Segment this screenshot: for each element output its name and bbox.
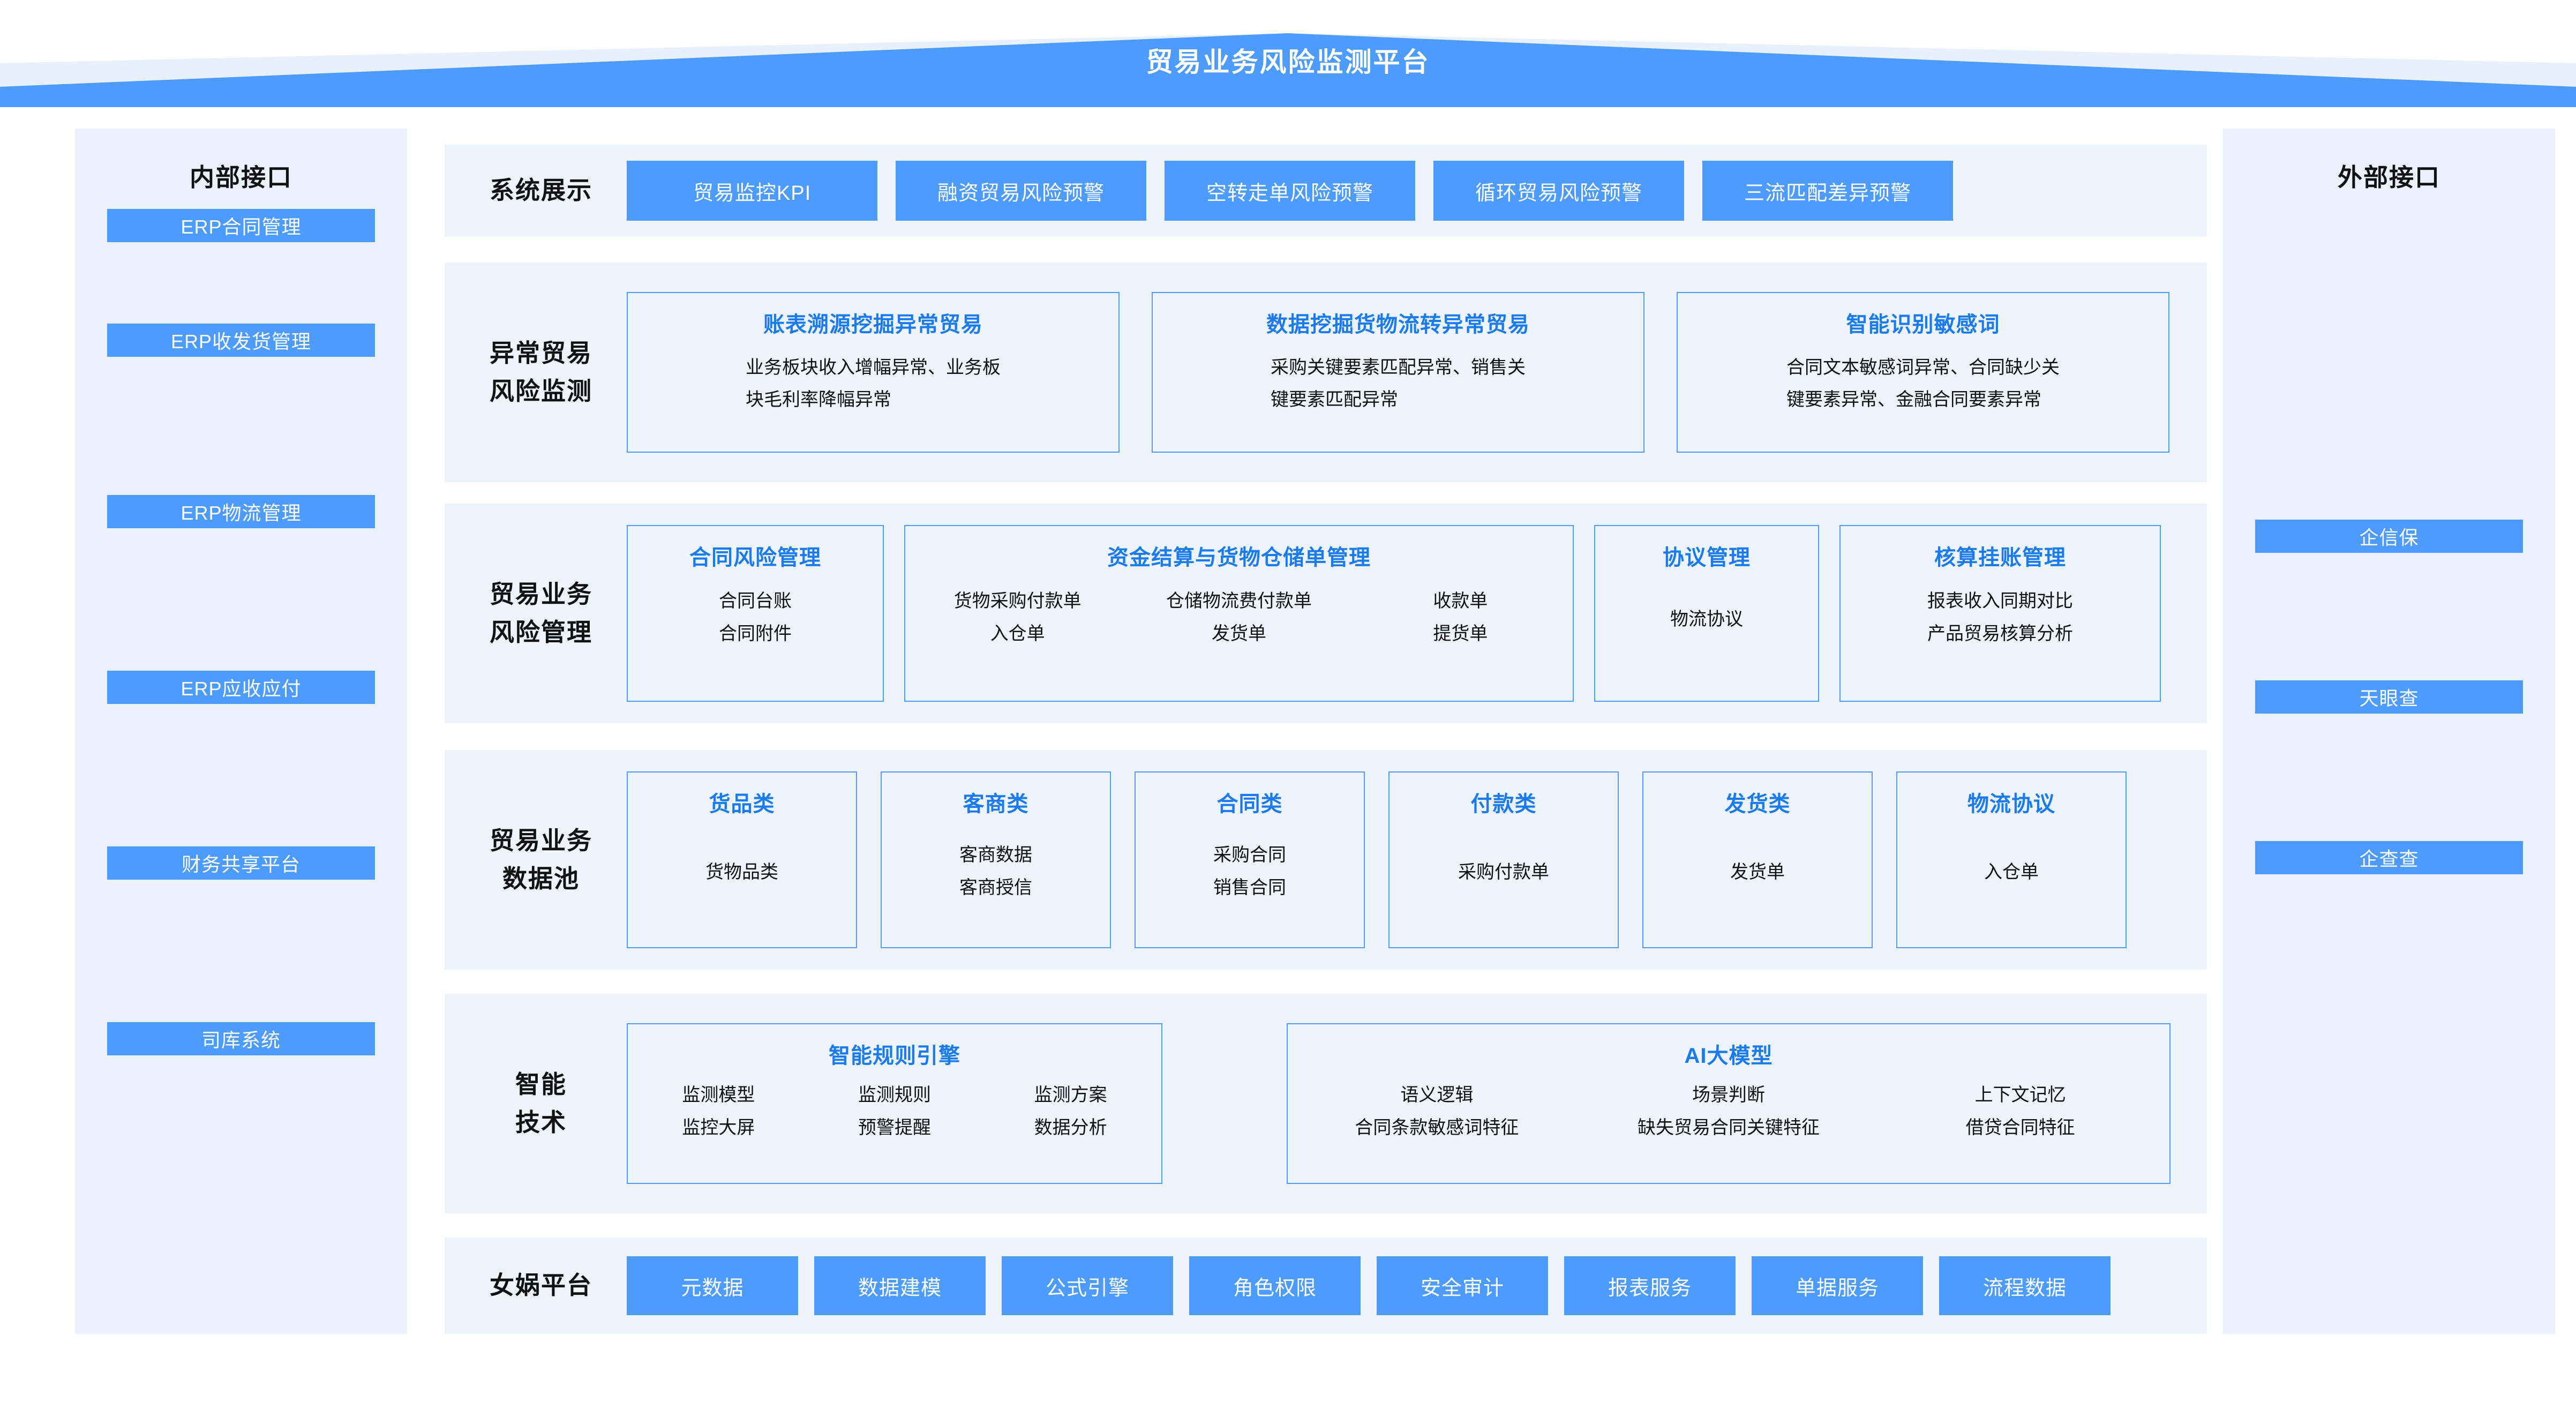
card-goods-category[interactable]: 货品类 货物品类: [627, 771, 857, 948]
sidebar-item-erp-shipping[interactable]: ERP收发货管理: [107, 324, 375, 357]
card-smart-rule-engine[interactable]: 智能规则引擎 监测模型 监控大屏 监测规则 预警提醒 监测方案 数据分析: [627, 1023, 1162, 1184]
grid-col: 客商数据 客商授信: [959, 845, 1032, 898]
button-role-permission[interactable]: 角色权限: [1189, 1256, 1361, 1315]
row-label-system-display: 系统展示: [490, 176, 592, 205]
card-shipment-category[interactable]: 发货类 发货单: [1642, 771, 1873, 948]
card-goods-flow-mining-lines: 采购关键要素匹配异常、销售关 键要素匹配异常: [1271, 357, 1526, 410]
row-nuwa-platform: 女娲平台 元数据 数据建模 公式引擎 角色权限 安全审计 报表服务 单据服务 流…: [445, 1238, 2207, 1334]
card-customer-category[interactable]: 客商类 客商数据 客商授信: [881, 771, 1111, 948]
card-contract-risk-grid: 合同台账 合同附件: [719, 585, 792, 650]
grid-col: 收款单 提货单: [1433, 591, 1488, 644]
grid-col: 监测方案 数据分析: [1034, 1085, 1107, 1138]
card-ledger-tracing-lines: 业务板块收入增幅异常、业务板 块毛利率降幅异常: [746, 357, 1001, 410]
card-accounting-grid: 报表收入同期对比 产品贸易核算分析: [1927, 585, 2073, 650]
card-agreement-management[interactable]: 协议管理 物流协议: [1594, 525, 1819, 702]
grid: 货物品类: [705, 856, 778, 889]
card-settlement-grid: 货物采购付款单 入仓单 仓储物流费付款单 发货单 收款单 提货单: [915, 585, 1563, 650]
grid-col: 货物采购付款单 入仓单: [953, 591, 1082, 644]
external-interface-title: 外部接口: [2338, 163, 2440, 191]
card-ledger-tracing[interactable]: 账表溯源挖掘异常贸易 业务板块收入增幅异常、业务板 块毛利率降幅异常: [627, 292, 1120, 453]
sidebar-item-qixinbao[interactable]: 企信保: [2255, 520, 2523, 553]
grid: 采购合同 销售合同: [1213, 839, 1286, 904]
row-body-trade-data-pool: 货品类 货物品类 客商类 客商数据 客商授信 合同类 采购合同 销售合同: [627, 750, 2197, 970]
row-body-system-display: 贸易监控KPI 融资贸易风险预警 空转走单风险预警 循环贸易风险预警 三流匹配差…: [627, 145, 2197, 237]
grid-col: 物流协议: [1670, 609, 1743, 629]
card-sensitive-word-detection[interactable]: 智能识别敏感词 合同文本敏感词异常、合同缺少关 键要素异常、金融合同要素异常: [1677, 292, 2169, 453]
sidebar-item-finance-shared[interactable]: 财务共享平台: [107, 846, 375, 880]
grid-col: 入仓单: [1984, 862, 2039, 882]
page-title: 贸易业务风险监测平台: [1146, 47, 1430, 77]
grid: 入仓单: [1984, 856, 2039, 889]
sidebar-item-erp-contract[interactable]: ERP合同管理: [107, 209, 375, 242]
internal-interface-title: 内部接口: [190, 163, 292, 191]
button-empty-transfer-alert[interactable]: 空转走单风险预警: [1165, 161, 1415, 221]
row-label-smart-tech: 智能 技术: [515, 1070, 567, 1136]
row-body-trade-risk-mgmt: 合同风险管理 合同台账 合同附件 资金结算与货物仓储单管理 货物采购付款单 入仓…: [627, 504, 2197, 723]
grid-col: 监测规则 预警提醒: [858, 1085, 931, 1138]
banner-blue-layer: [0, 33, 2576, 107]
grid-col: 报表收入同期对比 产品贸易核算分析: [1927, 591, 2073, 644]
grid-col: 场景判断 缺失贸易合同关键特征: [1637, 1085, 1820, 1138]
sidebar-item-tianyancha[interactable]: 天眼查: [2255, 680, 2523, 714]
grid: 采购付款单: [1458, 856, 1549, 889]
grid: 发货单: [1730, 856, 1785, 889]
card-ai-model-grid: 语义逻辑 合同条款敏感词特征 场景判断 缺失贸易合同关键特征 上下文记忆 借贷合…: [1297, 1079, 2160, 1144]
grid-col: 发货单: [1730, 862, 1785, 882]
page-header: 贸易业务风险监测平台: [0, 0, 2576, 107]
grid-col: 采购付款单: [1458, 862, 1549, 882]
row-body-smart-tech: 智能规则引擎 监测模型 监控大屏 监测规则 预警提醒 监测方案 数据分析 AI大…: [627, 994, 2197, 1213]
button-circular-trade-alert[interactable]: 循环贸易风险预警: [1433, 161, 1684, 221]
row-body-abnormal-trade: 账表溯源挖掘异常贸易 业务板块收入增幅异常、业务板 块毛利率降幅异常 数据挖掘货…: [627, 262, 2197, 482]
card-settlement-warehouse-management[interactable]: 资金结算与货物仓储单管理 货物采购付款单 入仓单 仓储物流费付款单 发货单 收款…: [904, 525, 1574, 702]
row-abnormal-trade-monitoring: 异常贸易 风险监测 账表溯源挖掘异常贸易 业务板块收入增幅异常、业务板 块毛利率…: [445, 262, 2207, 482]
button-security-audit[interactable]: 安全审计: [1377, 1256, 1548, 1315]
sidebar-item-treasury[interactable]: 司库系统: [107, 1022, 375, 1055]
card-agreement-grid: 物流协议: [1670, 603, 1743, 636]
button-formula-engine[interactable]: 公式引擎: [1002, 1256, 1173, 1315]
card-contract-risk-management[interactable]: 合同风险管理 合同台账 合同附件: [627, 525, 884, 702]
grid-col: 监测模型 监控大屏: [682, 1085, 755, 1138]
button-three-flow-match-alert[interactable]: 三流匹配差异预警: [1702, 161, 1953, 221]
card-ai-large-model[interactable]: AI大模型 语义逻辑 合同条款敏感词特征 场景判断 缺失贸易合同关键特征 上下文…: [1287, 1023, 2171, 1184]
header-banner-shape: [0, 33, 2576, 107]
row-trade-data-pool: 贸易业务 数据池 货品类 货物品类 客商类 客商数据 客商授信 合同类: [445, 750, 2207, 970]
card-contract-category[interactable]: 合同类 采购合同 销售合同: [1135, 771, 1365, 948]
row-label-trade-data-pool: 贸易业务 数据池: [490, 826, 592, 892]
row-label-nuwa-platform: 女娲平台: [490, 1271, 592, 1300]
grid-col: 货物品类: [705, 862, 778, 882]
grid-col: 上下文记忆 借贷合同特征: [1965, 1085, 2075, 1138]
sidebar-item-erp-logistics[interactable]: ERP物流管理: [107, 495, 375, 528]
card-logistics-agreement[interactable]: 物流协议 入仓单: [1896, 771, 2127, 948]
button-process-data[interactable]: 流程数据: [1939, 1256, 2111, 1315]
card-rule-engine-grid: 监测模型 监控大屏 监测规则 预警提醒 监测方案 数据分析: [637, 1079, 1152, 1144]
button-data-modeling[interactable]: 数据建模: [814, 1256, 986, 1315]
row-label-abnormal-trade: 异常贸易 风险监测: [490, 339, 592, 405]
button-document-service[interactable]: 单据服务: [1752, 1256, 1923, 1315]
grid-col: 仓储物流费付款单 发货单: [1166, 591, 1312, 644]
row-body-nuwa-platform: 元数据 数据建模 公式引擎 角色权限 安全审计 报表服务 单据服务 流程数据: [627, 1238, 2197, 1334]
button-report-service[interactable]: 报表服务: [1564, 1256, 1736, 1315]
internal-interface-panel: 内部接口 ERP合同管理 ERP收发货管理 ERP物流管理 ERP应收应付 财务…: [75, 129, 407, 1334]
button-trade-monitor-kpi[interactable]: 贸易监控KPI: [627, 161, 877, 221]
sidebar-item-erp-ar-ap[interactable]: ERP应收应付: [107, 671, 375, 704]
button-financing-trade-alert[interactable]: 融资贸易风险预警: [896, 161, 1146, 221]
grid-col: 合同台账 合同附件: [719, 591, 792, 644]
grid: 客商数据 客商授信: [959, 839, 1032, 904]
row-trade-risk-management: 贸易业务 风险管理 合同风险管理 合同台账 合同附件 资金结算与货物仓储单管理 …: [445, 504, 2207, 723]
button-metadata[interactable]: 元数据: [627, 1256, 798, 1315]
row-label-trade-risk-mgmt: 贸易业务 风险管理: [490, 580, 592, 646]
grid-col: 语义逻辑 合同条款敏感词特征: [1355, 1085, 1519, 1138]
card-sensitive-word-lines: 合同文本敏感词异常、合同缺少关 键要素异常、金融合同要素异常: [1786, 357, 2060, 410]
row-system-display: 系统展示 贸易监控KPI 融资贸易风险预警 空转走单风险预警 循环贸易风险预警 …: [445, 145, 2207, 237]
grid-col: 采购合同 销售合同: [1213, 845, 1286, 898]
external-interface-panel: 外部接口 企信保 天眼查 企查查: [2223, 129, 2555, 1334]
card-accounting-posting-management[interactable]: 核算挂账管理 报表收入同期对比 产品贸易核算分析: [1839, 525, 2161, 702]
card-payment-category[interactable]: 付款类 采购付款单: [1388, 771, 1619, 948]
card-goods-flow-mining[interactable]: 数据挖掘货物流转异常贸易 采购关键要素匹配异常、销售关 键要素匹配异常: [1152, 292, 1644, 453]
sidebar-item-qichacha[interactable]: 企查查: [2255, 841, 2523, 874]
row-smart-technology: 智能 技术 智能规则引擎 监测模型 监控大屏 监测规则 预警提醒 监测方案 数据…: [445, 994, 2207, 1213]
